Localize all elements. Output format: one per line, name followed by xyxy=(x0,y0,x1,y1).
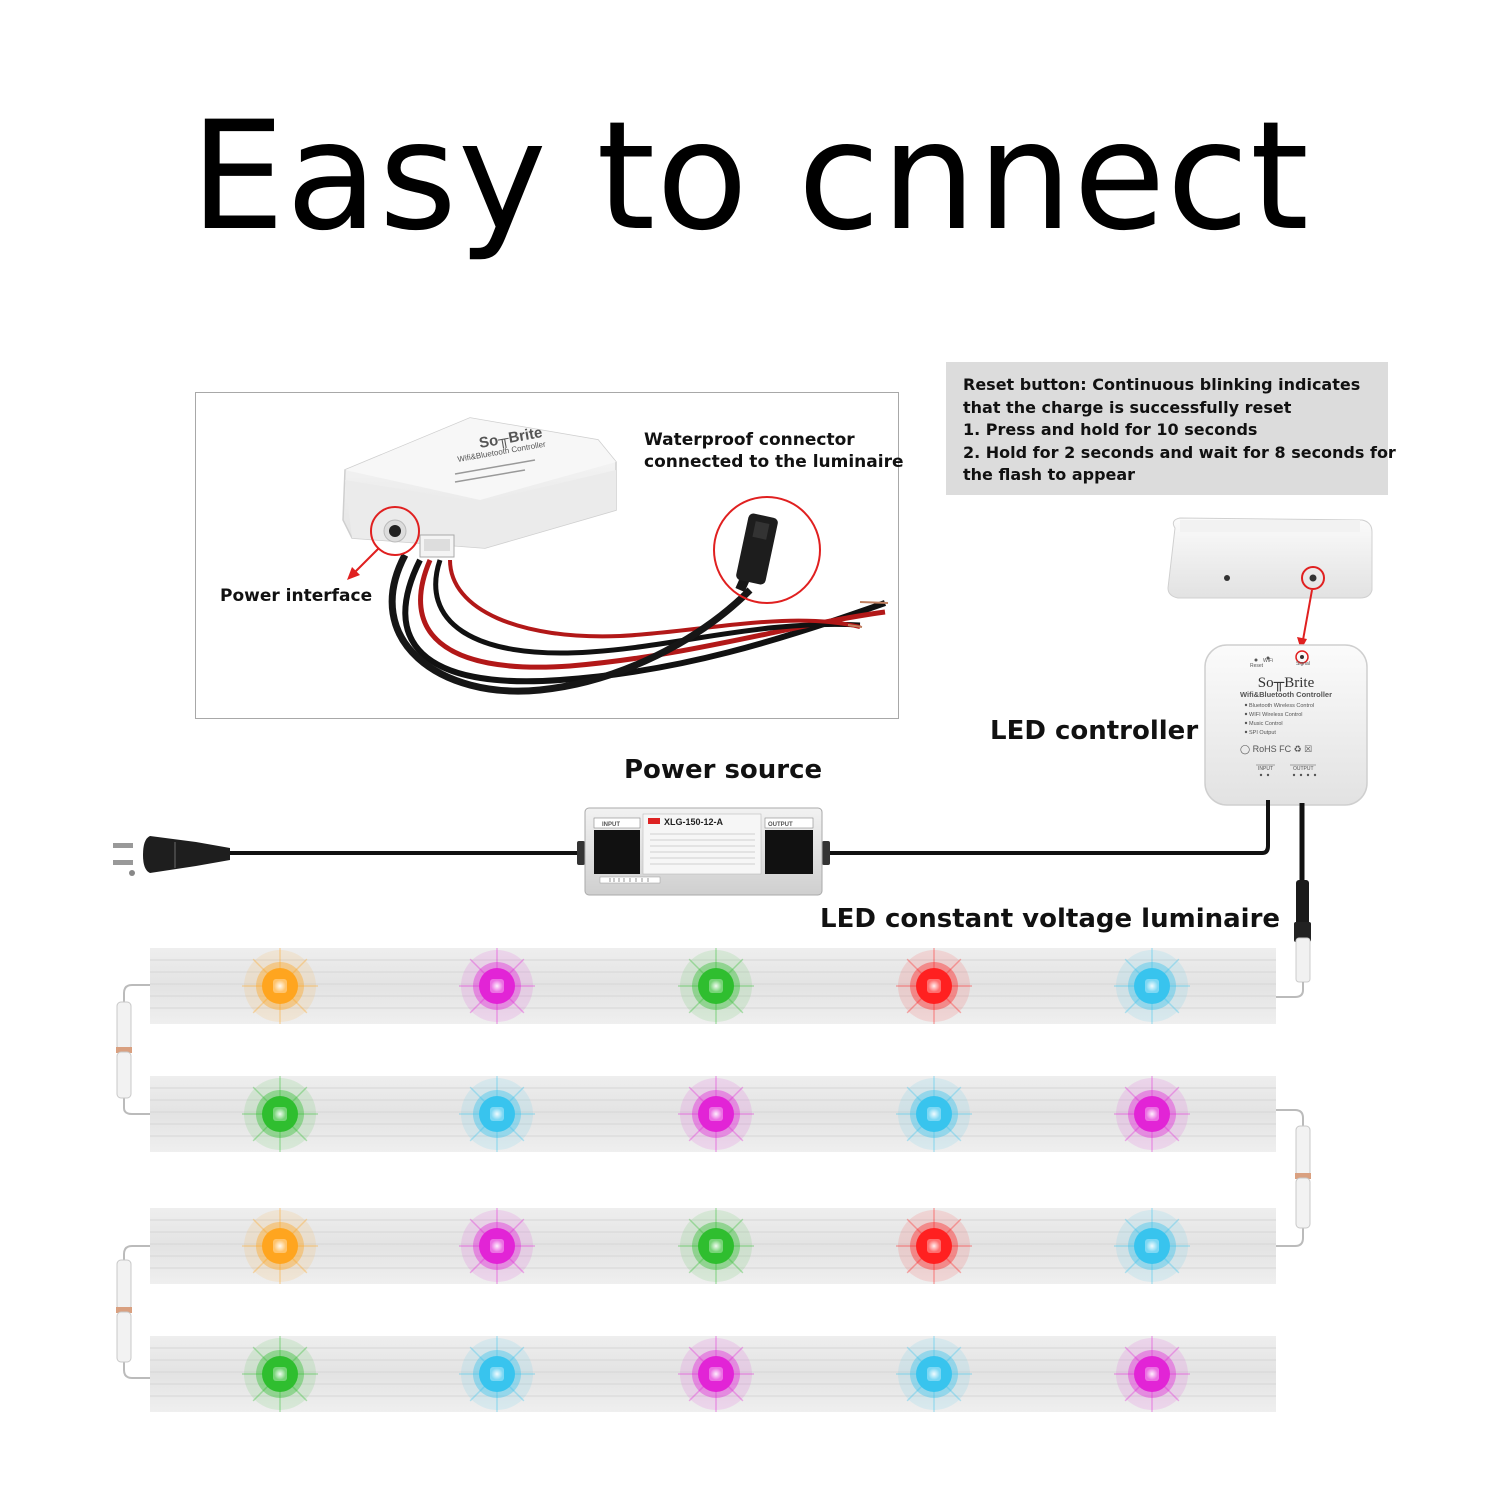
led-magenta xyxy=(459,948,535,1024)
led-strip-3 xyxy=(150,1208,1276,1284)
luminaire-strips xyxy=(150,948,1276,1412)
photo-controller-device: So╥Brite Wifi&Bluetooth Controller xyxy=(342,417,889,695)
led-magenta xyxy=(459,1208,535,1284)
led-magenta xyxy=(678,1076,754,1152)
ctrl-brand: So╥Brite xyxy=(1258,675,1315,692)
ctrl-feature-4: SPI Output xyxy=(1249,730,1276,736)
led-cyan xyxy=(896,1336,972,1412)
led-cyan xyxy=(459,1336,535,1412)
controller-side-view xyxy=(1167,517,1373,650)
ctrl-reset-tiny: Reset xyxy=(1250,663,1264,669)
led-strip-1 xyxy=(150,948,1276,1024)
reset-note-line-5: the flash to appear xyxy=(963,465,1136,484)
page-title: Easy to cnnect xyxy=(190,90,1310,264)
led-strip-4 xyxy=(150,1336,1276,1412)
led-controller-device: Reset WiFi Signal So╥Brite Wifi&Bluetoot… xyxy=(1204,644,1368,806)
power-plug xyxy=(113,836,230,876)
power-cables xyxy=(230,800,1311,998)
reset-note-line-2: that the charge is successfully reset xyxy=(963,397,1292,417)
waterproof-label-line1: Waterproof connector xyxy=(644,430,855,450)
power-interface-label: Power interface xyxy=(220,586,373,606)
waterproof-label-line2: connected to the luminaire xyxy=(644,452,904,472)
led-red xyxy=(896,948,972,1024)
led-magenta xyxy=(678,1336,754,1412)
led-strip-2 xyxy=(150,1076,1276,1152)
reset-button-note: Reset button: Continuous blinking indica… xyxy=(946,362,1396,495)
ctrl-signal-tiny: Signal xyxy=(1296,661,1310,667)
led-green xyxy=(242,1076,318,1152)
ctrl-feature-1: Bluetooth Wireless Control xyxy=(1249,703,1314,709)
ctrl-wifi-tiny: WiFi xyxy=(1263,658,1273,664)
psu-input-label: INPUT xyxy=(602,822,620,828)
psu-output-label: OUTPUT xyxy=(768,822,793,828)
led-cyan xyxy=(1114,1208,1190,1284)
luminaire-label: LED constant voltage luminaire xyxy=(820,904,1281,934)
led-orange xyxy=(242,1208,318,1284)
ctrl-subtitle: Wifi&Bluetooth Controller xyxy=(1240,690,1332,699)
led-green xyxy=(242,1336,318,1412)
reset-note-line-1: Reset button: Continuous blinking indica… xyxy=(963,375,1361,394)
ctrl-feature-2: WIFI Wireless Control xyxy=(1249,712,1302,718)
led-red xyxy=(896,1208,972,1284)
led-magenta xyxy=(1114,1076,1190,1152)
reset-note-line-4: 2. Hold for 2 seconds and wait for 8 sec… xyxy=(963,442,1396,462)
power-supply-unit: INPUT XLG-150-12-A OUTPUT xyxy=(577,807,830,896)
led-cyan xyxy=(1114,948,1190,1024)
strip-link-plugs xyxy=(116,1001,1311,1363)
ctrl-input-label: INPUT xyxy=(1258,766,1273,772)
led-cyan xyxy=(459,1076,535,1152)
power-source-label: Power source xyxy=(624,755,823,785)
led-orange xyxy=(242,948,318,1024)
led-controller-label: LED controller xyxy=(990,716,1199,746)
strip-link-connectors xyxy=(123,984,1304,1379)
ctrl-feature-3: Music Control xyxy=(1249,721,1283,727)
led-green xyxy=(678,1208,754,1284)
psu-model: XLG-150-12-A xyxy=(664,817,724,827)
waterproof-connector-label: Waterproof connector connected to the lu… xyxy=(644,429,904,473)
ctrl-cert-marks: ◯ RoHS FC ♻ ☒ xyxy=(1240,744,1312,755)
led-cyan xyxy=(896,1076,972,1152)
led-magenta xyxy=(1114,1336,1190,1412)
ctrl-output-label: OUTPUT xyxy=(1293,766,1314,772)
led-green xyxy=(678,948,754,1024)
reset-note-line-3: 1. Press and hold for 10 seconds xyxy=(963,420,1258,439)
